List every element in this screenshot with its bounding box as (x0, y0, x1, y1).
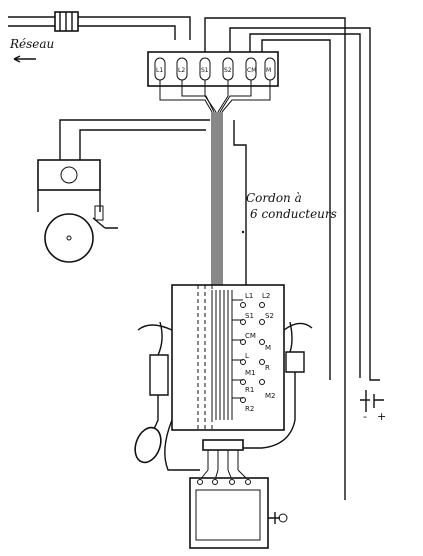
bell-gong (44, 213, 94, 263)
set-terminal-row (240, 302, 265, 403)
set-label: L (245, 352, 249, 360)
receiver (134, 426, 162, 464)
battery (360, 390, 384, 412)
set-label: M (265, 344, 271, 352)
terminal-label: CM (247, 67, 256, 74)
six-conductor-cord (211, 112, 223, 290)
junction-strip (202, 439, 244, 451)
cord-label-line2: 6 conducteurs (250, 207, 337, 221)
network-label: Réseau (9, 37, 54, 51)
cord-label-line1: Cordon à (246, 191, 302, 205)
set-label: S1 (245, 312, 254, 320)
terminal-label: L1 (156, 67, 163, 74)
set-label: R (265, 364, 270, 372)
magneto-wires (199, 439, 249, 481)
terminal-label: S2 (224, 67, 232, 74)
cord-label-marker (241, 230, 245, 234)
terminal-label: L2 (178, 67, 185, 74)
set-label: S2 (265, 312, 274, 320)
set-label: L1 (245, 292, 253, 300)
battery-negative-label: - (363, 410, 367, 423)
bell (37, 159, 118, 263)
terminal-label: S1 (201, 67, 209, 74)
set-label: M1 (245, 369, 256, 377)
magneto-generator (189, 477, 288, 549)
battery-feed-wires (204, 17, 380, 500)
set-label: R1 (245, 386, 254, 394)
set-label: L2 (262, 292, 270, 300)
handset-hook-right (240, 321, 313, 449)
bell-wires (59, 119, 247, 290)
battery-positive-label: + (377, 410, 386, 423)
bell-coil-box (37, 159, 101, 191)
cord-fanout-top (159, 80, 271, 113)
network-arrow (13, 55, 36, 63)
network-lines (8, 11, 191, 40)
receiver-cord (164, 419, 200, 471)
handset-hook-left (134, 321, 173, 464)
set-label: R2 (245, 405, 254, 413)
set-label: CM (245, 332, 256, 340)
set-label: M2 (265, 392, 276, 400)
telephone-set: L1 S1 CM L M1 R1 R2 L2 S2 M R M2 (171, 284, 285, 431)
crank-handle (268, 512, 280, 524)
terminal-block: L1 L2 S1 S2 CM M (147, 51, 279, 87)
terminal-label: M (266, 67, 271, 74)
